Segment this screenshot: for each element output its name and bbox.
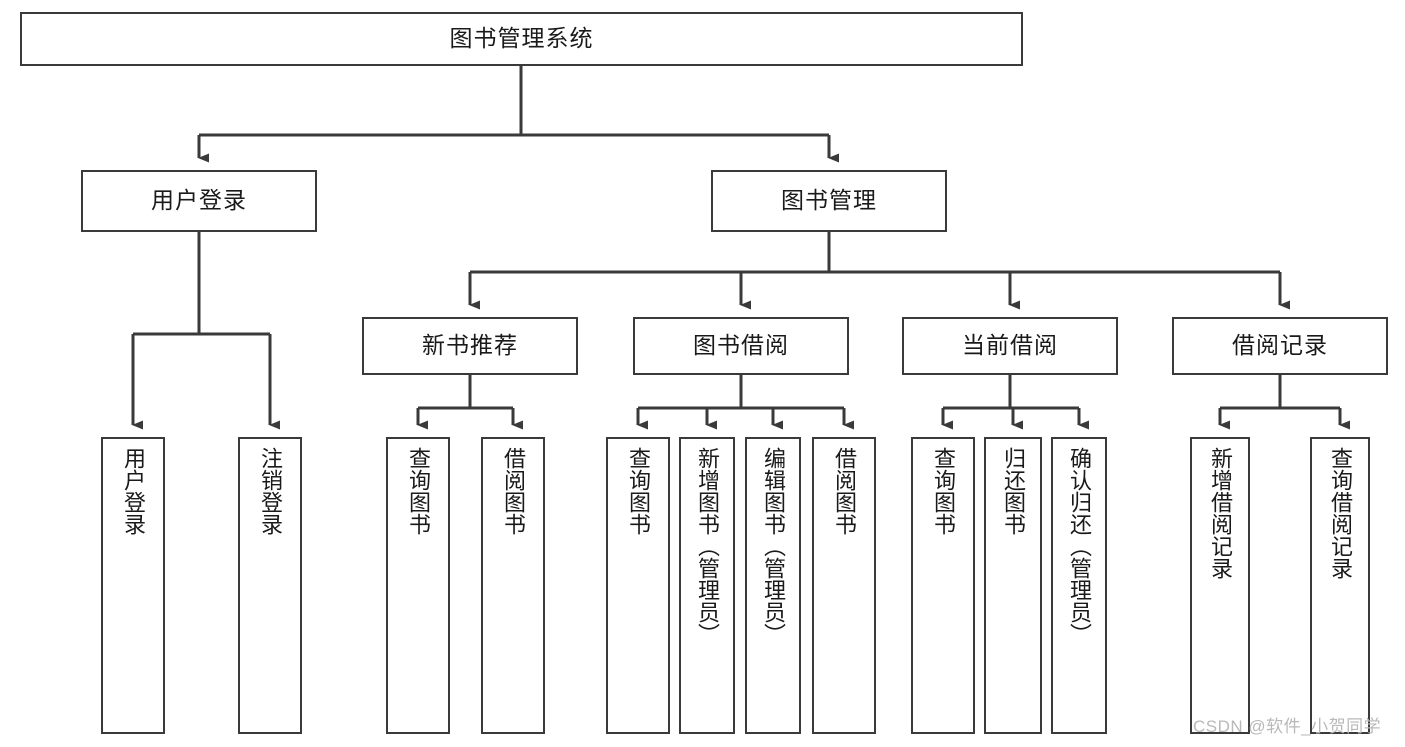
node-label: 借阅图书 xyxy=(500,447,526,535)
node-current-borrowing[interactable]: 当前借阅 xyxy=(902,317,1118,375)
leaf-node-return-book[interactable]: 归还图书 xyxy=(984,437,1042,734)
node-label: 查询借阅记录 xyxy=(1327,447,1353,579)
node-book-management-system[interactable]: 图书管理系统 xyxy=(20,12,1023,66)
node-label: 借阅图书 xyxy=(831,447,857,535)
leaf-node-borrow-book-new[interactable]: 借阅图书 xyxy=(481,437,545,734)
node-label: 当前借阅 xyxy=(962,332,1058,359)
csdn-watermark: CSDN @软件_小贺同学 xyxy=(1193,717,1382,736)
node-label: 新增借阅记录 xyxy=(1207,447,1233,579)
node-label: 新增图书（管理员） xyxy=(694,447,720,645)
leaf-node-add-book-admin[interactable]: 新增图书（管理员） xyxy=(679,437,735,734)
leaf-node-query-borrow-record[interactable]: 查询借阅记录 xyxy=(1310,437,1370,734)
node-label: 借阅记录 xyxy=(1232,332,1328,359)
node-label: 新书推荐 xyxy=(422,332,518,359)
leaf-node-edit-book-admin[interactable]: 编辑图书（管理员） xyxy=(745,437,801,734)
node-label: 图书管理系统 xyxy=(449,25,594,52)
node-borrowing-records[interactable]: 借阅记录 xyxy=(1172,317,1388,375)
leaf-node-query-book-current[interactable]: 查询图书 xyxy=(911,437,975,734)
node-label: 归还图书 xyxy=(1000,447,1026,535)
leaf-node-borrow-book[interactable]: 借阅图书 xyxy=(812,437,876,734)
leaf-node-query-book-new[interactable]: 查询图书 xyxy=(386,437,450,734)
leaf-node-add-borrow-record[interactable]: 新增借阅记录 xyxy=(1190,437,1250,734)
leaf-node-confirm-return-admin[interactable]: 确认归还（管理员） xyxy=(1051,437,1107,734)
node-label: 确认归还（管理员） xyxy=(1066,447,1092,645)
node-label: 用户登录 xyxy=(151,187,247,214)
node-user-login[interactable]: 用户登录 xyxy=(81,170,317,232)
leaf-node-logout[interactable]: 注销登录 xyxy=(238,437,302,734)
node-label: 查询图书 xyxy=(625,447,651,535)
node-label: 用户登录 xyxy=(120,447,146,535)
node-label: 编辑图书（管理员） xyxy=(760,447,786,645)
node-book-borrowing[interactable]: 图书借阅 xyxy=(633,317,849,375)
node-label: 图书管理 xyxy=(781,187,877,214)
node-book-management[interactable]: 图书管理 xyxy=(711,170,947,232)
node-label: 图书借阅 xyxy=(693,332,789,359)
node-label: 查询图书 xyxy=(930,447,956,535)
leaf-node-user-login[interactable]: 用户登录 xyxy=(101,437,165,734)
node-label: 查询图书 xyxy=(405,447,431,535)
leaf-node-query-book-borrow[interactable]: 查询图书 xyxy=(606,437,670,734)
node-new-book-recommendation[interactable]: 新书推荐 xyxy=(362,317,578,375)
node-label: 注销登录 xyxy=(257,447,283,535)
